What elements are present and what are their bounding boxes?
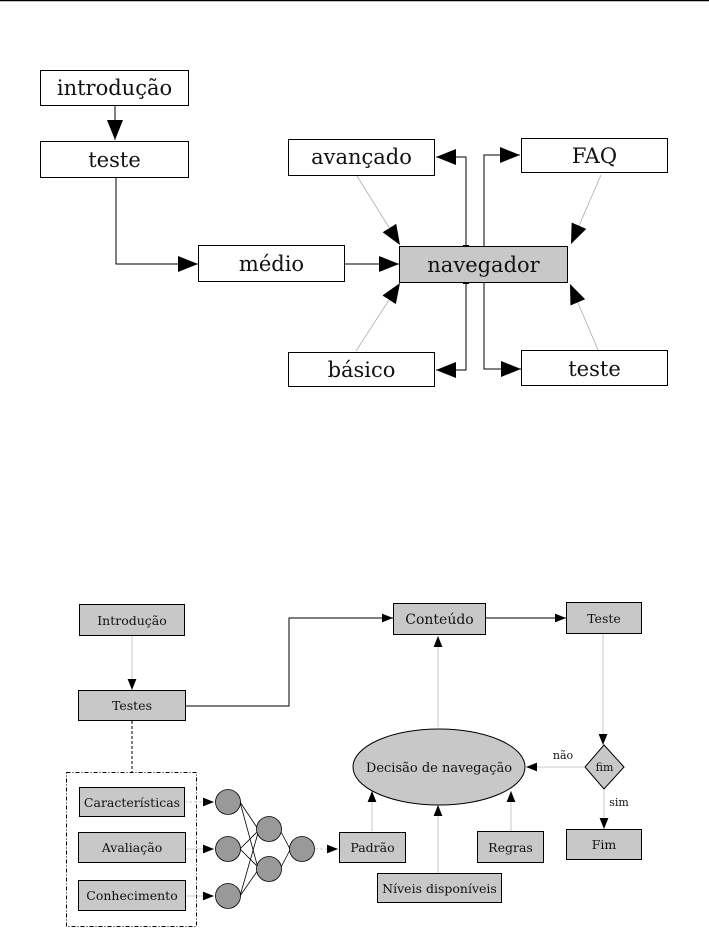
neuron-input-3 — [215, 883, 241, 909]
edge-navegador-teste — [483, 283, 521, 377]
edge-teste-navegador — [569, 283, 599, 351]
node-introducao-2: Introdução — [79, 604, 185, 636]
node-faq-label: FAQ — [572, 144, 617, 168]
node-faq: FAQ — [521, 138, 668, 173]
edge-avancado-navegador — [356, 175, 401, 246]
node-testes-label: Testes — [112, 698, 152, 713]
node-teste-left: teste — [40, 141, 189, 178]
node-avaliacao-label: Avaliação — [101, 840, 162, 855]
node-basico-label: básico — [328, 358, 396, 382]
node-introducao-2-label: Introdução — [97, 613, 167, 628]
diagram-1: introdução teste médio navegador avançad… — [40, 70, 668, 387]
node-fim-decision: fim — [584, 744, 625, 790]
node-conteudo: Conteúdo — [393, 603, 486, 635]
node-introducao-label: introdução — [57, 76, 172, 100]
node-navegador: navegador — [399, 246, 568, 283]
node-conhecimento: Conhecimento — [78, 880, 186, 911]
node-niveis: Níveis disponíveis — [377, 873, 502, 903]
node-caracteristicas-label: Características — [84, 795, 180, 810]
node-teste-left-label: teste — [88, 148, 141, 172]
edge-testes-conteudo — [186, 613, 393, 707]
node-teste-right: teste — [521, 350, 668, 386]
node-navegador-label: navegador — [427, 253, 540, 277]
node-medio-label: médio — [239, 252, 304, 276]
node-avancado-label: avançado — [311, 145, 412, 169]
neuron-input-1 — [215, 789, 241, 815]
edge-navegador-faq — [483, 147, 520, 246]
node-testes: Testes — [78, 690, 186, 721]
edge-label-sim: sim — [609, 796, 629, 809]
node-conteudo-label: Conteúdo — [405, 612, 473, 628]
edge-faq-navegador — [570, 174, 602, 245]
neuron-output — [289, 836, 315, 862]
node-padrao: Padrão — [339, 832, 406, 863]
node-teste-2: Teste — [566, 602, 642, 634]
node-decisao: Decisão de navegação — [352, 728, 526, 806]
edge-label-nao: não — [553, 749, 574, 762]
node-niveis-label: Níveis disponíveis — [382, 881, 497, 896]
neuron-input-2 — [215, 836, 241, 862]
neuron-hidden-2 — [256, 856, 282, 882]
nn-connections — [239, 801, 291, 897]
node-teste-2-label: Teste — [587, 611, 621, 626]
edge-teste-medio — [115, 178, 198, 272]
diagram-2: Introdução Testes Conteúdo Teste Decisão… — [66, 602, 642, 927]
node-teste-right-label: teste — [568, 357, 621, 381]
edge-navegador-basico — [436, 283, 467, 378]
node-avaliacao: Avaliação — [78, 832, 186, 863]
node-introducao: introdução — [40, 70, 189, 106]
node-fim-decision-label: fim — [596, 761, 614, 774]
node-decisao-label: Decisão de navegação — [366, 761, 512, 776]
node-basico: básico — [288, 352, 435, 387]
node-fim: Fim — [566, 829, 642, 860]
edge-navegador-avancado — [436, 149, 467, 246]
node-avancado: avançado — [288, 139, 435, 176]
node-caracteristicas: Características — [79, 787, 185, 817]
neuron-hidden-1 — [256, 816, 282, 842]
node-padrao-label: Padrão — [350, 840, 394, 855]
node-regras: Regras — [477, 831, 544, 863]
node-medio: médio — [198, 245, 345, 282]
node-fim-label: Fim — [592, 837, 617, 852]
node-conhecimento-label: Conhecimento — [86, 888, 177, 903]
node-regras-label: Regras — [488, 840, 533, 855]
input-group-box — [66, 772, 197, 927]
edge-basico-navegador — [355, 282, 401, 352]
